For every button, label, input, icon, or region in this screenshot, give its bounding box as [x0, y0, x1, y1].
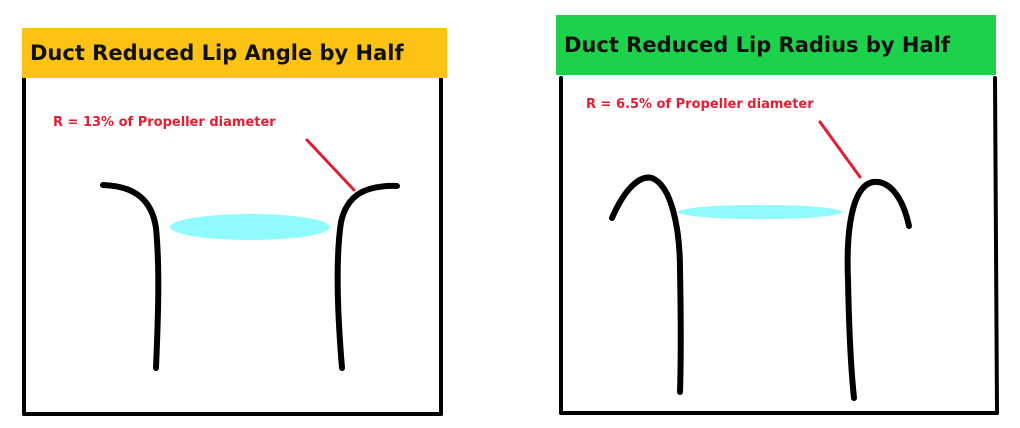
- left-duct-lip-right: [334, 182, 400, 371]
- right-duct-lip-left: [609, 174, 684, 395]
- right-propeller-disc: [678, 205, 842, 219]
- right-panel-title-text: Duct Reduced Lip Radius by Half: [564, 32, 950, 57]
- left-panel-title-text: Duct Reduced Lip Angle by Half: [30, 40, 404, 65]
- left-panel-frame: [22, 76, 443, 416]
- left-propeller-disc: [170, 214, 330, 240]
- left-panel-title: Duct Reduced Lip Angle by Half: [22, 28, 447, 78]
- right-duct-lip-right: [844, 178, 912, 401]
- right-annotation-leader: [818, 120, 862, 179]
- right-panel-frame: [559, 76, 999, 415]
- right-panel-annotation: R = 6.5% of Propeller diameter: [586, 97, 814, 112]
- left-duct-lip-left: [100, 182, 162, 371]
- left-annotation-leader: [305, 138, 356, 192]
- left-panel-annotation: R = 13% of Propeller diameter: [53, 115, 276, 130]
- right-panel-title: Duct Reduced Lip Radius by Half: [556, 15, 996, 75]
